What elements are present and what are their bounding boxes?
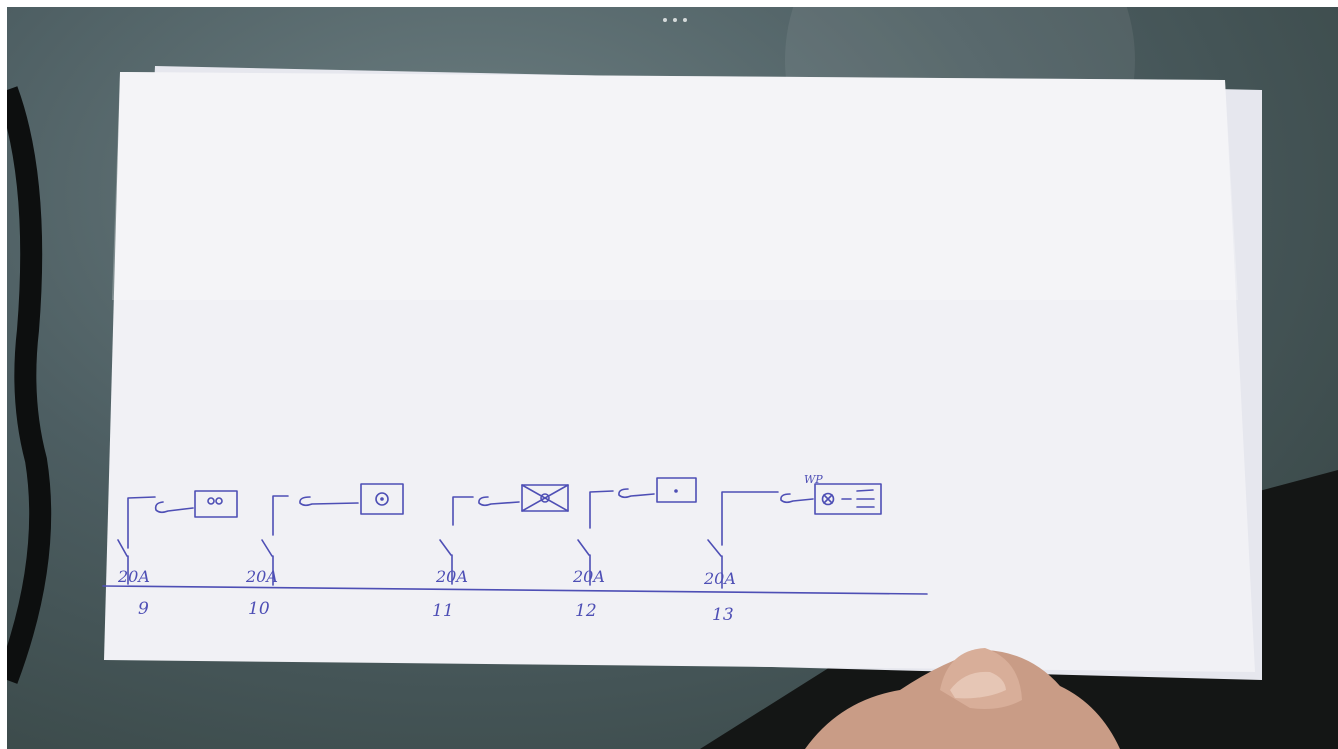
socket-center-dot <box>380 497 384 501</box>
circuit-9: 20A 9 <box>117 490 238 619</box>
photo-of-paper-diagram: 20A 9 20A 10 <box>7 7 1338 749</box>
circuit-10-breaker <box>261 539 273 557</box>
socket-symbol <box>360 483 404 515</box>
circuit-9-feeder <box>127 496 156 549</box>
crossed-box-symbol <box>521 484 569 512</box>
window-drag-handle[interactable] <box>661 15 691 25</box>
drag-dot-2 <box>673 18 677 22</box>
circuit-11-rating: 20A <box>435 567 468 586</box>
double-socket-symbol <box>194 490 238 518</box>
circuit-10-rating: 20A <box>245 567 278 586</box>
circuit-11-feeder <box>452 496 474 526</box>
circuit-13: WP 20A 13 <box>703 473 882 625</box>
circuit-13-tag: WP <box>804 473 823 486</box>
crossed-box-center <box>540 493 550 503</box>
double-socket-dot-2 <box>215 497 223 505</box>
circuit-10: 20A 10 <box>245 483 404 619</box>
thumbnail <box>950 671 1006 699</box>
circuit-12-outlet-arrow <box>618 488 655 499</box>
drag-dot-1 <box>663 18 667 22</box>
circuit-11-number: 11 <box>432 601 454 621</box>
circuit-11-breaker <box>439 539 452 556</box>
circuit-11: 20A 11 <box>432 484 569 621</box>
circuit-10-number: 10 <box>248 599 270 619</box>
crossed-box-diagonal-2 <box>521 484 569 512</box>
double-socket-dot-1 <box>207 497 215 505</box>
circuit-10-outlet-arrow <box>299 496 359 507</box>
weatherproof-outlet-line-1 <box>856 489 874 492</box>
circuit-12-number: 12 <box>575 601 597 621</box>
photo-scene: 20A 9 20A 10 <box>7 7 1338 749</box>
circuit-9-breaker <box>117 539 128 557</box>
cable-left <box>7 86 52 684</box>
weatherproof-outlet-symbol <box>814 483 882 515</box>
circuit-12-breaker <box>577 539 590 556</box>
paper-sheet-front <box>104 72 1255 672</box>
circuit-13-feeder <box>721 491 779 546</box>
circuit-13-number: 13 <box>712 605 734 625</box>
circuit-13-outlet-arrow <box>780 493 814 504</box>
socket-ring <box>375 492 389 506</box>
circuit-12: 20A 12 <box>572 477 697 621</box>
bus-bar-line <box>102 585 928 595</box>
drag-dot-3 <box>683 18 687 22</box>
single-outlet-dot <box>674 489 678 493</box>
circuit-9-outlet-arrow <box>154 501 194 514</box>
weatherproof-outlet-ring <box>821 492 835 506</box>
paper-highlight <box>112 72 1238 300</box>
circuit-12-rating: 20A <box>572 567 605 586</box>
circuit-12-feeder <box>589 490 614 529</box>
circuit-13-rating: 20A <box>703 569 736 588</box>
circuit-10-feeder <box>272 495 289 536</box>
circuit-9-rating: 20A <box>117 567 150 586</box>
single-outlet-symbol <box>656 477 697 503</box>
circuit-9-number: 9 <box>138 599 149 619</box>
circuit-13-breaker <box>707 539 722 557</box>
weatherproof-outlet-cross-2 <box>823 494 833 504</box>
circuit-11-outlet-arrow <box>478 496 520 507</box>
